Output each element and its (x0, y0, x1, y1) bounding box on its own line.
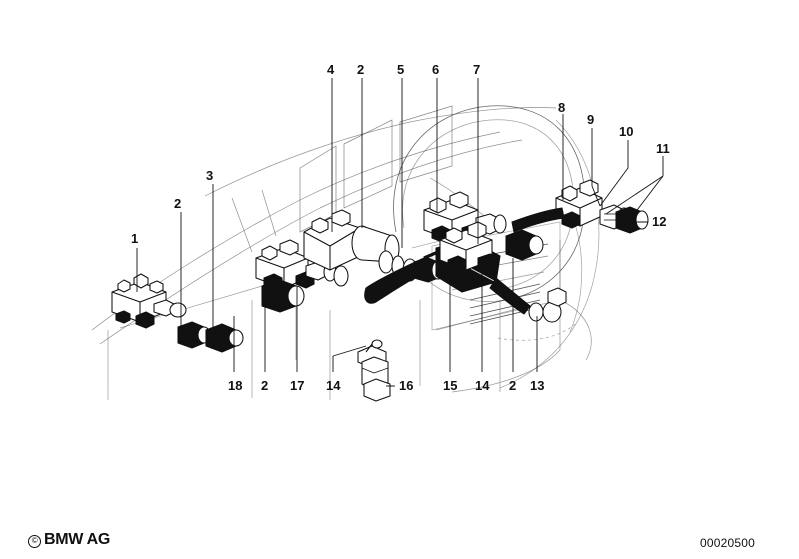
knob-left-b (205, 323, 244, 353)
callout-13: 12 (652, 214, 667, 229)
steering-column-housing (303, 209, 400, 271)
callout-22: 13 (530, 378, 545, 393)
knob-centre-right (505, 229, 544, 261)
callout-16: 17 (290, 378, 305, 393)
stalk-lever-right (489, 277, 562, 323)
switch-assembly-left (111, 273, 187, 329)
callout-12: 11 (656, 141, 670, 156)
callout-14: 18 (228, 378, 243, 393)
callout-6: 5 (397, 62, 405, 77)
callout-1: 1 (131, 231, 139, 246)
copyright-notice: ©BMW AG (28, 531, 110, 549)
switch-assembly-centre-right (439, 221, 499, 273)
stalk-lever-far-right (511, 207, 565, 233)
callout-10: 9 (587, 112, 595, 127)
callout-20: 14 (475, 378, 490, 393)
ignition-lock-cylinder (357, 339, 391, 402)
callout-3: 3 (206, 168, 214, 183)
knob-mid-dark (261, 279, 305, 313)
callout-4: 4 (327, 62, 335, 77)
callout-17: 14 (326, 378, 341, 393)
copyright-text: BMW AG (44, 531, 111, 548)
callout-7: 6 (432, 62, 440, 77)
callout-18: 16 (399, 378, 414, 393)
callout-21: 2 (509, 378, 517, 393)
callout-2: 2 (174, 196, 182, 211)
callout-19: 15 (443, 378, 458, 393)
copyright-icon: © (28, 535, 41, 548)
callout-9: 8 (558, 100, 566, 115)
callout-11: 10 (619, 124, 634, 139)
callout-8: 7 (473, 62, 481, 77)
small-clip-right (547, 287, 567, 307)
callout-15: 2 (261, 378, 269, 393)
callout-5: 2 (357, 62, 365, 77)
drawing-number: 00020500 (700, 536, 755, 550)
